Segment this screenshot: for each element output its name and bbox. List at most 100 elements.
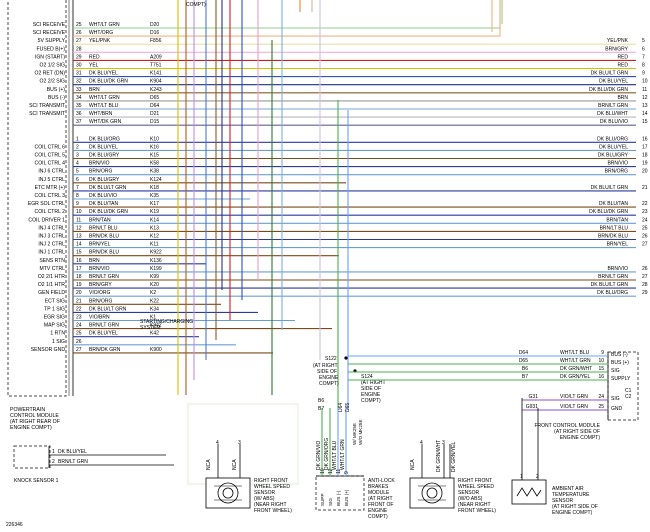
pcm-pin-label: O2 2/2 SIG — [40, 79, 66, 85]
knock-pin-1: 1 — [52, 449, 55, 455]
wire-color: VIO/BRN — [89, 315, 110, 321]
wire-color: DK BLU/YEL — [89, 144, 118, 150]
fcm-circuit: G931 — [526, 404, 538, 410]
wire-color: WHT/LT GRN — [89, 22, 120, 28]
wire-rpin: 15 — [642, 119, 648, 125]
rf-abs-title-6: FRONT WHEEL) — [254, 508, 292, 514]
wire-circuit: K10 — [150, 136, 159, 142]
wire-rcolor: BRN/TAN — [606, 217, 628, 223]
wire-rpin: 7 — [642, 54, 645, 60]
wire-circuit: K141 — [150, 71, 162, 77]
pcm-pin-label: EGR SIG — [44, 315, 65, 321]
wire-color: BRN/GRY — [89, 282, 112, 288]
wire-color: WHT/LT BLU — [89, 103, 119, 109]
fcm-title-3: ENGINE COMPT) — [560, 435, 601, 441]
fcm-circuit: D64 — [519, 350, 528, 356]
pcm-pin-label: SENSOR GND — [31, 347, 66, 353]
abm-pin: 12 — [328, 468, 334, 474]
rf-noabs-title-3: SENSOR — [458, 490, 480, 496]
rf-abs-title-5: (NEAR RIGHT — [254, 502, 287, 508]
wire-circuit: K58 — [150, 161, 159, 167]
wire-circuit: K14 — [150, 217, 159, 223]
wire-pin: 5 — [76, 169, 79, 175]
wire-circuit: K38 — [150, 169, 159, 175]
abm-wire-color: WHT/LT GRN — [340, 439, 346, 470]
rf-noabs-title-2: WHEEL SPEED — [458, 484, 494, 490]
fcm-color: VIO/LT GRN — [560, 394, 588, 400]
wire-rpin: 28 — [642, 282, 648, 288]
knock-color-2: BRN/LT GRN — [58, 459, 88, 465]
aat-title-3: SENSOR — [552, 498, 574, 504]
splice-s122-dot — [344, 356, 348, 360]
abm-note-2: W/O MK25E — [358, 419, 363, 445]
wire-rpin: 17 — [642, 144, 648, 150]
wire-rpin: 8 — [642, 63, 645, 69]
wire-pin: 15 — [76, 250, 82, 256]
wire-pin: 25 — [76, 22, 82, 28]
wire-pin: 23 — [76, 315, 82, 321]
pcm-pin-label: TP 1 SIG — [44, 306, 65, 312]
top-note: COMPT) — [186, 2, 206, 8]
wire-pin: 7 — [76, 185, 79, 191]
bottom-harness-frame — [187, 403, 299, 485]
rf-noabs-title-1: RIGHT FRONT — [458, 478, 492, 484]
splice-s124-1: S124 — [361, 374, 373, 380]
wire-circuit: K99 — [150, 274, 159, 280]
wire-circuit: K12 — [150, 234, 159, 240]
wire-pin: 27 — [76, 347, 82, 353]
wire-pin: 18 — [76, 274, 82, 280]
wire-color: BRN/TAN — [89, 217, 111, 223]
wire-rcolor: DK BLU/VIO — [600, 119, 628, 125]
pcm-pin-label: COIL CTRL 6 — [35, 144, 66, 150]
splice-s122-1: S122 — [325, 356, 337, 362]
pcm-pin-label: O2 2/1 HTR — [38, 274, 65, 280]
wire-rpin: 13 — [642, 103, 648, 109]
pcm-pin-label: INJ 1 CTRL — [38, 250, 65, 256]
fcm-pin-label: GND — [611, 406, 623, 412]
wire-rcolor: BRN/LT GRN — [598, 274, 628, 280]
wire-color: DK BLU/LT GRN — [89, 306, 127, 312]
aat-title-5: ENGINE COMPT) — [552, 510, 593, 516]
abm-wire-color: WHT/LT BLU — [332, 440, 338, 470]
wire-pin: 35 — [76, 103, 82, 109]
wire-pin: 19 — [76, 282, 82, 288]
wire-color: BRN/LT BLU — [89, 225, 118, 231]
fcm-title-2: (AT RIGHT SIDE OF — [554, 429, 600, 435]
rf-abs-code-1: NCA — [206, 459, 212, 470]
wire-pin: 3 — [76, 153, 79, 159]
rf-noabs-color-2: DK GRN/WHT — [436, 440, 442, 472]
pcm-pin-label: 1 RTN — [50, 331, 65, 337]
wire-circuit: K19 — [150, 209, 159, 215]
pcm-pin-label: O2 1/1 HTR — [38, 282, 65, 288]
wire-color: DK BLU/GRY — [89, 153, 120, 159]
wire-color: YEL — [89, 63, 99, 69]
wire-circuit: K15 — [150, 153, 159, 159]
abm-title-6: ENGINE — [368, 508, 388, 514]
splice-s124-3: SIDE OF — [361, 386, 381, 392]
pcm-title-2: CONTROL MODULE — [10, 413, 59, 419]
wire-circuit: K11 — [150, 242, 159, 248]
wire-pin: 37 — [76, 119, 82, 125]
rf-abs-title-4: (W/ ABS) — [254, 496, 275, 502]
wire-pin: 27 — [76, 38, 82, 44]
wire-color: WHT/BRN — [89, 111, 113, 117]
pcm-title-3: (AT RIGHT REAR OF — [10, 419, 60, 425]
wire-rcolor: BRN/YEL — [607, 242, 629, 248]
pcm-pin-label: COIL CTRL 5 — [35, 153, 66, 159]
wire-pin: 20 — [76, 290, 82, 296]
wire-circuit: D15 — [150, 119, 159, 125]
